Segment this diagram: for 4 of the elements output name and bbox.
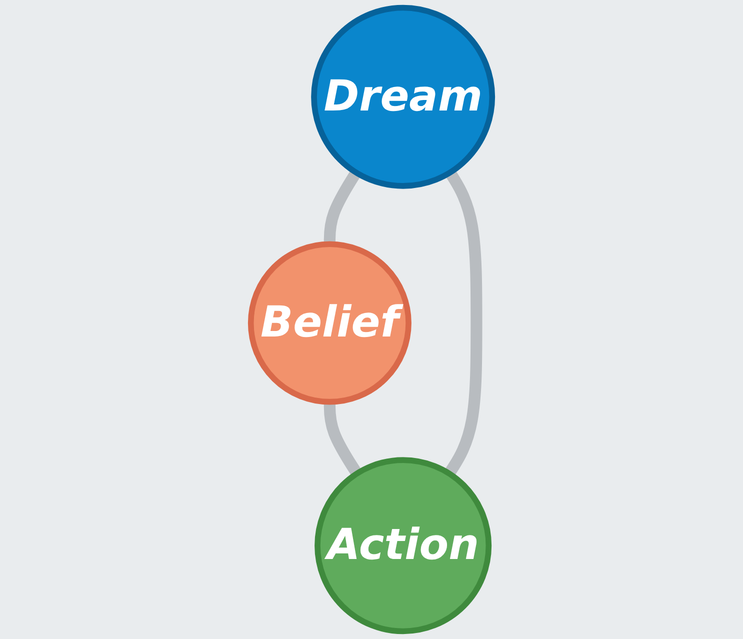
node-circle: Dream	[311, 4, 496, 189]
node-circle: Belief	[248, 241, 412, 405]
connector	[444, 169, 482, 477]
node-circle: Action	[314, 457, 492, 634]
